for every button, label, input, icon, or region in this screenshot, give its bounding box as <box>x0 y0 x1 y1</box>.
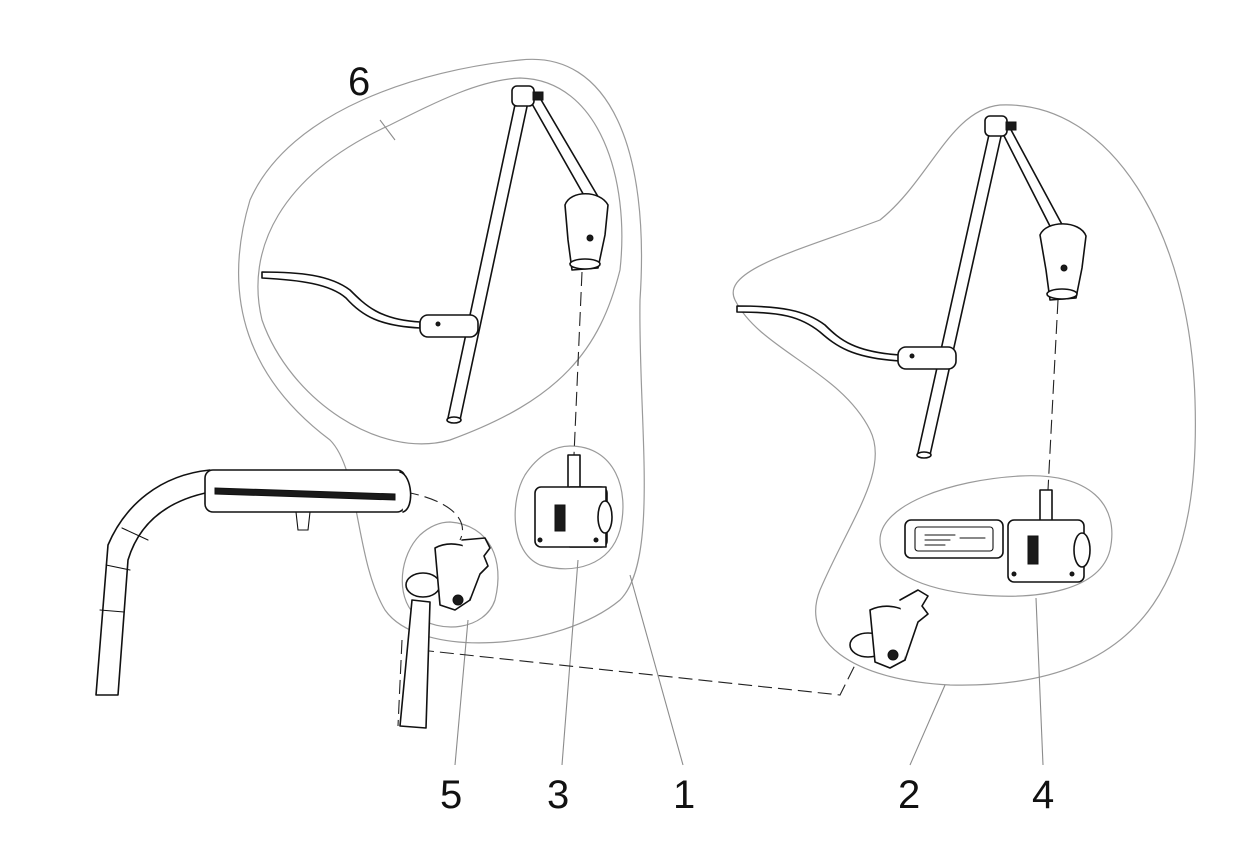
assembly-line-4 <box>1047 299 1059 491</box>
group-outline-3 <box>514 445 624 570</box>
leader-line-6 <box>379 119 396 141</box>
clamp-5 <box>397 537 491 729</box>
group-outline-2 <box>732 104 1196 686</box>
assembly-line-3 <box>573 271 583 456</box>
lamp-arm-right <box>736 115 1087 459</box>
assembly-line-5 <box>404 491 463 541</box>
group-outline-1 <box>238 58 645 644</box>
leader-line-2 <box>909 684 946 766</box>
leader-line-5 <box>454 619 469 766</box>
callout-1: 1 <box>673 773 695 817</box>
battery-box-4 <box>904 489 1091 583</box>
callout-6: 6 <box>348 60 370 104</box>
group-outline-6 <box>257 77 623 445</box>
assembly-line-2 <box>419 649 856 696</box>
battery-box-3 <box>534 454 613 548</box>
push-handle <box>95 469 412 696</box>
callout-4: 4 <box>1032 773 1054 817</box>
callout-2: 2 <box>898 773 920 817</box>
leader-line-1 <box>629 574 684 766</box>
callout-3: 3 <box>547 773 569 817</box>
clamp-2 <box>849 589 929 669</box>
lamp-arm-left <box>261 85 609 424</box>
group-outline-4 <box>879 475 1113 597</box>
callout-5: 5 <box>440 773 462 817</box>
leader-line-4 <box>1035 597 1044 766</box>
leader-line-3 <box>561 559 579 766</box>
